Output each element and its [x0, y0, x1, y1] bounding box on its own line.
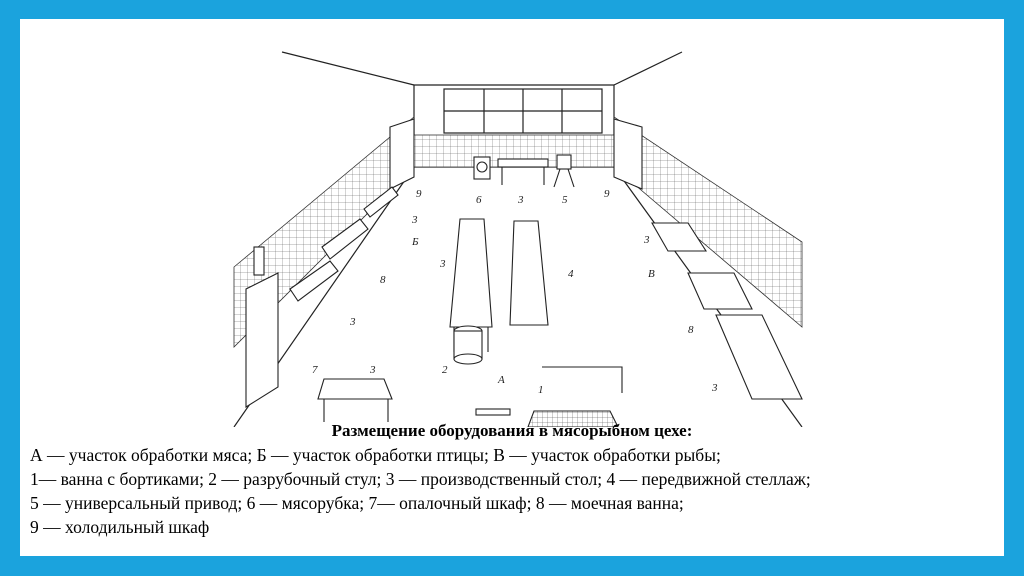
right-wall-top-edge [613, 51, 683, 86]
label-9-left: 9 [416, 188, 422, 200]
caption: Размещение оборудования в мясорыбном цех… [20, 419, 1004, 556]
label-b-zone: Б [411, 236, 419, 248]
caption-line-zones: А — участок обработки мяса; Б — участок … [30, 445, 721, 465]
right-table-2 [715, 314, 803, 400]
label-1: 1 [538, 384, 544, 396]
front-stool [475, 408, 511, 416]
left-table-2 [289, 260, 339, 302]
left-wall-top-edge [281, 51, 415, 86]
back-window [443, 88, 603, 134]
label-2: 2 [442, 364, 448, 376]
label-4: 4 [568, 268, 574, 280]
tub-with-ledges [527, 410, 619, 427]
label-7: 7 [312, 364, 318, 376]
label-3-left-2: 3 [349, 316, 356, 328]
universal-drive [556, 154, 572, 170]
label-6: 6 [476, 194, 482, 206]
mobile-rack [509, 220, 549, 326]
label-a-zone: А [497, 374, 505, 386]
caption-line-equipment-1: 1— ванна с бортиками; 2 — разрубочный ст… [30, 469, 811, 489]
label-3-front: 3 [369, 364, 376, 376]
fridge-right [613, 118, 643, 190]
singeing-cabinet [245, 272, 279, 408]
label-5: 5 [562, 194, 568, 206]
right-table-1 [651, 222, 708, 252]
label-8-left: 8 [380, 274, 386, 286]
caption-title: Размещение оборудования в мясорыбном цех… [331, 421, 693, 440]
left-table-1 [363, 186, 399, 218]
label-3-back: 3 [517, 194, 524, 206]
back-table [497, 158, 549, 168]
label-8-right: 8 [688, 324, 694, 336]
fridge-left [389, 118, 415, 190]
center-long-table [449, 218, 493, 328]
label-9-right: 9 [604, 188, 610, 200]
label-v-zone: В [648, 268, 655, 280]
slide-panel: 9 6 3 5 9 3 Б 8 3 4 3 7 2 А 3 1 3 В 8 3 … [20, 19, 1004, 556]
label-3-right-1: 3 [643, 234, 650, 246]
left-washing-tub [321, 218, 369, 260]
workshop-diagram: 9 6 3 5 9 3 Б 8 3 4 3 7 2 А 3 1 3 В 8 3 [233, 51, 803, 427]
label-3-left-1: 3 [411, 214, 418, 226]
label-3-center: 3 [439, 258, 446, 270]
front-table [317, 378, 393, 400]
label-3-right-2: 3 [711, 382, 718, 394]
caption-line-equipment-2: 5 — универсальный привод; 6 — мясорубка;… [30, 493, 684, 513]
caption-line-equipment-3: 9 — холодильный шкаф [30, 517, 210, 537]
right-washing-tub [687, 272, 753, 310]
